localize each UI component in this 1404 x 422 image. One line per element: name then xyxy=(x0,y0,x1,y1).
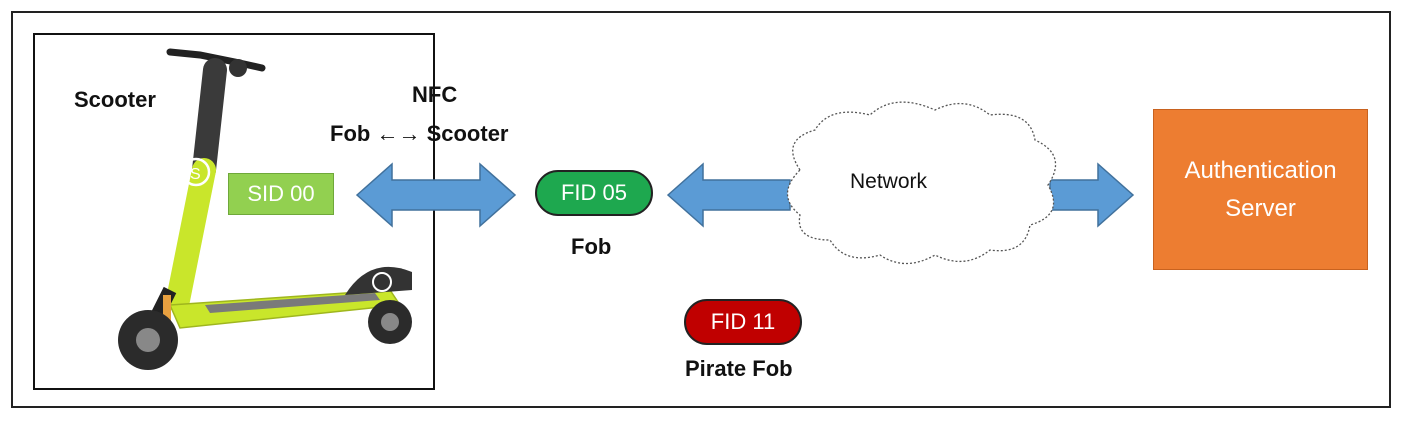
pirate-fob-label: Pirate Fob xyxy=(685,356,793,381)
network-label: Network xyxy=(850,170,928,193)
nfc-title: NFC xyxy=(412,82,458,107)
scooter-panel xyxy=(33,33,435,390)
authentication-server-box: Authentication Server xyxy=(1153,109,1368,270)
scooter-id-box: SID 00 xyxy=(228,173,334,215)
nfc-double-arrow xyxy=(355,162,517,228)
auth-server-line1: Authentication xyxy=(1184,156,1337,184)
nfc-arrow-icon: ←→ xyxy=(376,121,421,146)
svg-text:S: S xyxy=(190,166,201,183)
pirate-fob-id: FID 11 xyxy=(684,299,802,345)
scooter-label: Scooter xyxy=(74,87,156,112)
nfc-fob-label: Fob xyxy=(330,121,371,146)
diagram-frame xyxy=(11,11,1391,408)
nfc-scooter-label: Scooter xyxy=(426,121,509,146)
legit-fob-id: FID 05 xyxy=(535,170,653,216)
nfc-link-label: Fob ←→ Scooter xyxy=(330,121,509,147)
network-to-fob-arrow xyxy=(666,162,791,228)
network-cloud xyxy=(786,101,1057,265)
auth-server-line2: Server xyxy=(1225,194,1296,222)
scooter-illustration: S xyxy=(118,48,412,370)
network-to-server-arrow xyxy=(1049,162,1135,228)
fob-label: Fob xyxy=(571,234,612,259)
